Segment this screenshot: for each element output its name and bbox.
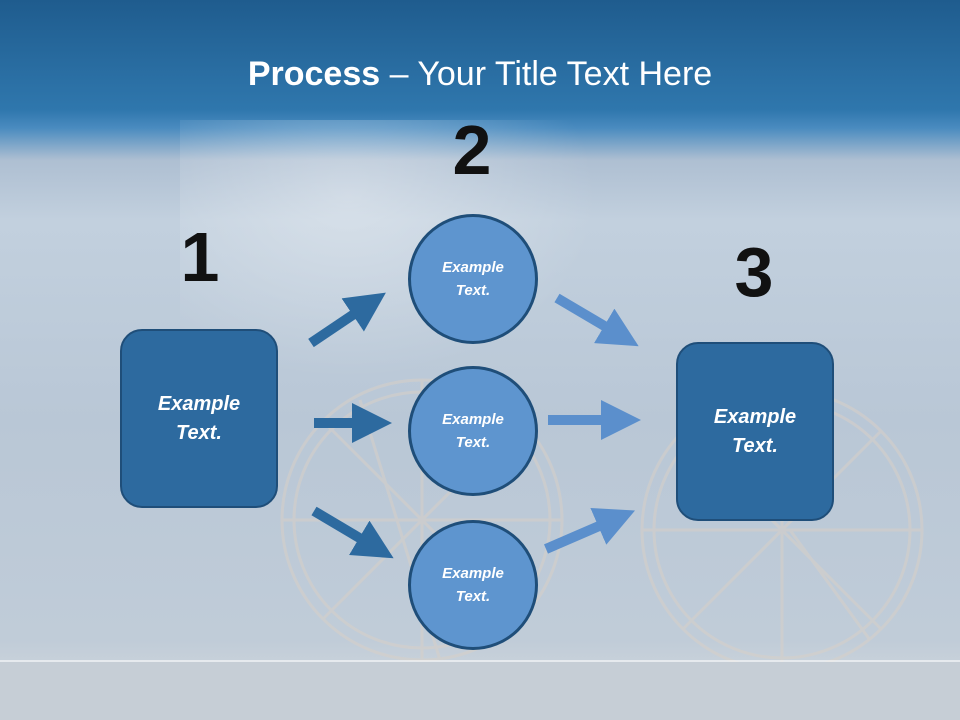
process-circle-bottom-text: Example Text. [442,565,504,605]
process-box-3-text: Example Text. [713,405,797,457]
arrow-1-to-2-top [308,292,386,348]
title-bold: Process [247,55,381,93]
horizon-line [0,660,960,663]
step-number-3: 3 [734,233,774,311]
process-circle-top-text: Example Text. [442,259,504,299]
title-rest: – Your Title Text Here [380,55,713,93]
arrow-2-to-3-top [554,293,639,347]
arrow-2-to-3-bottom [544,508,636,554]
process-box-3: Example Text. [676,342,834,521]
ground [0,662,960,720]
process-box-1-text: Example Text. [157,392,241,444]
process-circle-middle: Example Text. [408,366,538,496]
slide-title: Process – Your Title Text Here [0,52,960,96]
arrow-1-to-2-bottom [311,506,394,559]
process-circle-top: Example Text. [408,214,538,344]
process-box-1: Example Text. [120,329,278,508]
step-number-1: 1 [180,218,220,296]
step-number-2: 2 [452,111,492,189]
process-circle-bottom: Example Text. [408,520,538,650]
process-circle-middle-text: Example Text. [442,411,504,451]
